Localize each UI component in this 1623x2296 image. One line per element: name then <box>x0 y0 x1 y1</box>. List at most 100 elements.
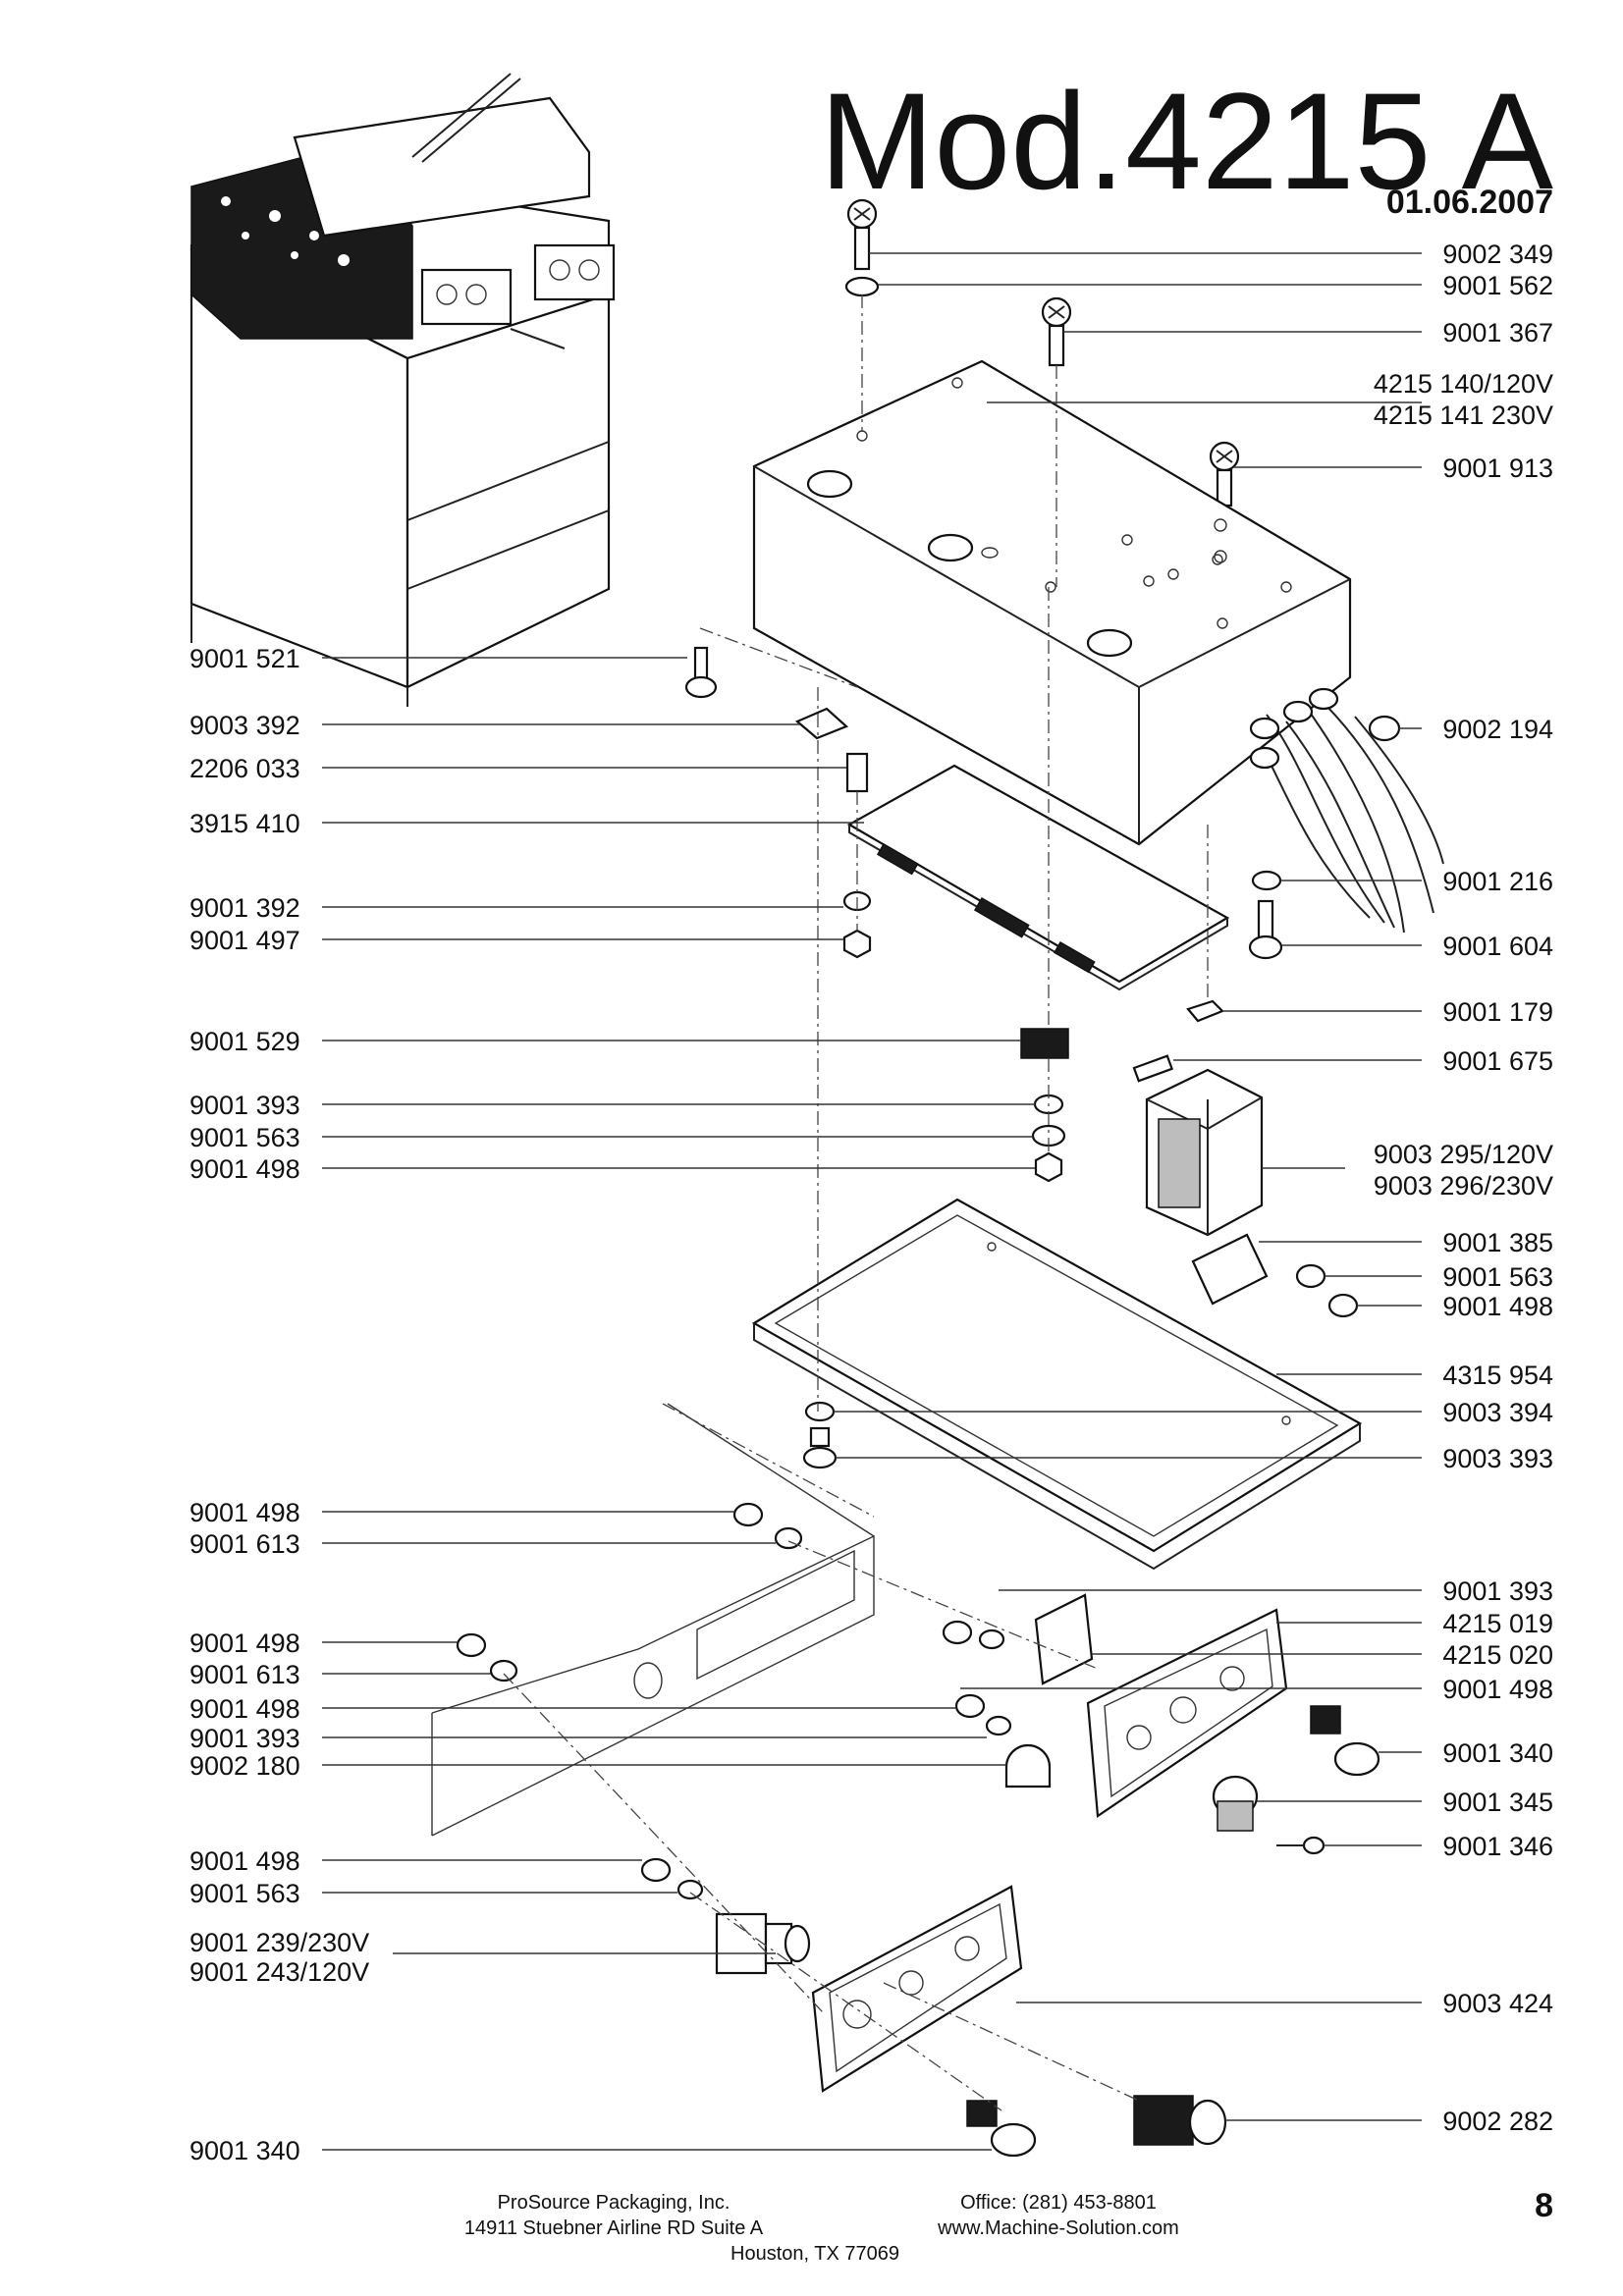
part-label: 4215 141 230V <box>1374 400 1553 430</box>
part-label: 9003 392 <box>189 711 300 740</box>
part-label: 9001 498 <box>1442 1292 1553 1321</box>
lockwasher-9001-563-c <box>676 1879 704 1900</box>
clip-9003-392 <box>794 707 849 740</box>
part-label: 9003 393 <box>1442 1444 1553 1473</box>
part-label: 4215 140/120V <box>1374 369 1553 399</box>
part-label: 9001 498 <box>189 1694 300 1724</box>
screw-9001-521 <box>684 646 718 699</box>
part-label: 9001 498 <box>189 1846 300 1876</box>
bracket-9001-385 <box>1191 1233 1269 1306</box>
part-label: 9002 194 <box>1442 715 1553 744</box>
part-label: 9001 345 <box>1442 1788 1553 1817</box>
part-label: 9001 529 <box>189 1027 300 1056</box>
washer-9001-393-c <box>978 1629 1005 1650</box>
part-label: 9001 243/120V <box>189 1957 369 1987</box>
axis-line <box>503 1673 824 2013</box>
nut-9001-498-c <box>732 1502 764 1527</box>
part-label: 9001 613 <box>189 1660 300 1689</box>
nut-9001-498-b <box>1327 1293 1359 1318</box>
screw-9002-349 <box>846 198 878 271</box>
footer-address: 14911 Stuebner Airline RD Suite A <box>464 2217 764 2239</box>
nut-9001-498-g <box>640 1857 672 1883</box>
electrical-housing-4215-140 <box>752 359 1352 846</box>
part-label: 9002 282 <box>1442 2107 1553 2136</box>
part-label: 9001 563 <box>189 1123 300 1152</box>
spacer-2206-033 <box>845 752 869 793</box>
part-labels-right: 9002 349 9001 562 9001 367 4215 140/120V… <box>1374 240 1553 2136</box>
part-label: 9003 296/230V <box>1374 1171 1553 1201</box>
washer-9003-394 <box>804 1401 836 1422</box>
part-label: 9001 521 <box>189 644 300 673</box>
part-label: 9001 346 <box>1442 1832 1553 1861</box>
part-label: 3915 410 <box>189 809 300 838</box>
part-label: 9001 498 <box>1442 1675 1553 1704</box>
transformer-9003-295 <box>1145 1068 1264 1237</box>
part-label: 9001 498 <box>189 1629 300 1658</box>
part-label: 9002 349 <box>1442 240 1553 269</box>
part-label: 4315 954 <box>1442 1361 1553 1390</box>
footer-city: Houston, TX 77069 <box>730 2243 899 2265</box>
bracket-4215-020 <box>1034 1593 1094 1685</box>
footer-website: www.Machine-Solution.com <box>937 2217 1179 2239</box>
footer-office-phone: Office: (281) 453-8801 <box>960 2192 1157 2214</box>
nut-9001-498-d <box>456 1632 487 1658</box>
footer: ProSource Packaging, Inc. 14911 Stuebner… <box>464 2192 1179 2265</box>
switch-9002-282 <box>1133 2095 1227 2146</box>
part-label: 9001 562 <box>1442 271 1553 300</box>
key-switch-9001-345 <box>1212 1775 1259 1832</box>
part-label: 9001 498 <box>189 1498 300 1527</box>
part-label: 2206 033 <box>189 754 300 783</box>
axis-line <box>883 1982 1140 2102</box>
part-label: 9001 385 <box>1442 1228 1553 1257</box>
part-label: 9001 340 <box>189 2136 300 2165</box>
model-title: Mod.4215 A <box>820 64 1554 218</box>
part-label: 9001 563 <box>1442 1262 1553 1292</box>
part-label: 9003 394 <box>1442 1398 1553 1427</box>
part-label: 9001 613 <box>189 1529 300 1559</box>
axis-line <box>699 627 858 688</box>
screw-9001-367 <box>1041 296 1072 367</box>
switch-9001-239 <box>715 1912 811 1975</box>
part-label: 9003 295/120V <box>1374 1140 1553 1169</box>
part-label: 9001 216 <box>1442 867 1553 896</box>
part-label: 9001 913 <box>1442 454 1553 483</box>
part-label: 9001 239/230V <box>189 1928 369 1957</box>
circuit-board-3915-410 <box>846 764 1230 991</box>
part-label: 9001 179 <box>1442 997 1553 1027</box>
base-plate-4315-954 <box>751 1198 1363 1571</box>
part-label: 9001 675 <box>1442 1046 1553 1076</box>
page-number: 8 <box>1535 2187 1553 2224</box>
footer-company: ProSource Packaging, Inc. <box>498 2192 730 2214</box>
component-9001-529 <box>1020 1028 1069 1059</box>
fuse-9001-675 <box>1132 1054 1174 1083</box>
nut-9001-498 <box>1034 1151 1063 1183</box>
part-label: 9001 604 <box>1442 932 1553 961</box>
nut-9001-498-f <box>942 1620 973 1645</box>
part-label: 9002 180 <box>189 1751 300 1781</box>
part-labels-left: 9001 521 9003 392 2206 033 3915 410 9001… <box>189 644 369 2165</box>
callout-lines-left <box>322 657 1035 2151</box>
push-button-9001-340-b <box>966 2100 1037 2158</box>
part-label: 4215 020 <box>1442 1640 1553 1670</box>
clip-9001-179 <box>1186 999 1224 1023</box>
part-label: 9001 392 <box>189 893 300 923</box>
part-label: 9001 393 <box>189 1091 300 1120</box>
clamp-9002-180 <box>1004 1743 1052 1789</box>
revision-date: 01.06.2007 <box>1386 184 1553 221</box>
part-label: 9001 393 <box>189 1724 300 1753</box>
part-label: 9001 497 <box>189 926 300 955</box>
part-label: 9001 367 <box>1442 318 1553 347</box>
part-label: 9003 424 <box>1442 1989 1553 2018</box>
callout-lines-right <box>834 252 1422 2121</box>
part-label: 9001 393 <box>1442 1576 1553 1606</box>
axis-line <box>787 1540 1099 1670</box>
washer-9001-216 <box>1251 870 1282 891</box>
axis-line <box>689 1892 1002 2111</box>
lockwasher-9001-563-b <box>1295 1263 1326 1289</box>
control-panel-9003-424 <box>811 1885 1023 2093</box>
part-label: 4215 019 <box>1442 1609 1553 1638</box>
washer-9001-562 <box>844 276 880 297</box>
control-panel-4215-019 <box>1086 1608 1288 1818</box>
